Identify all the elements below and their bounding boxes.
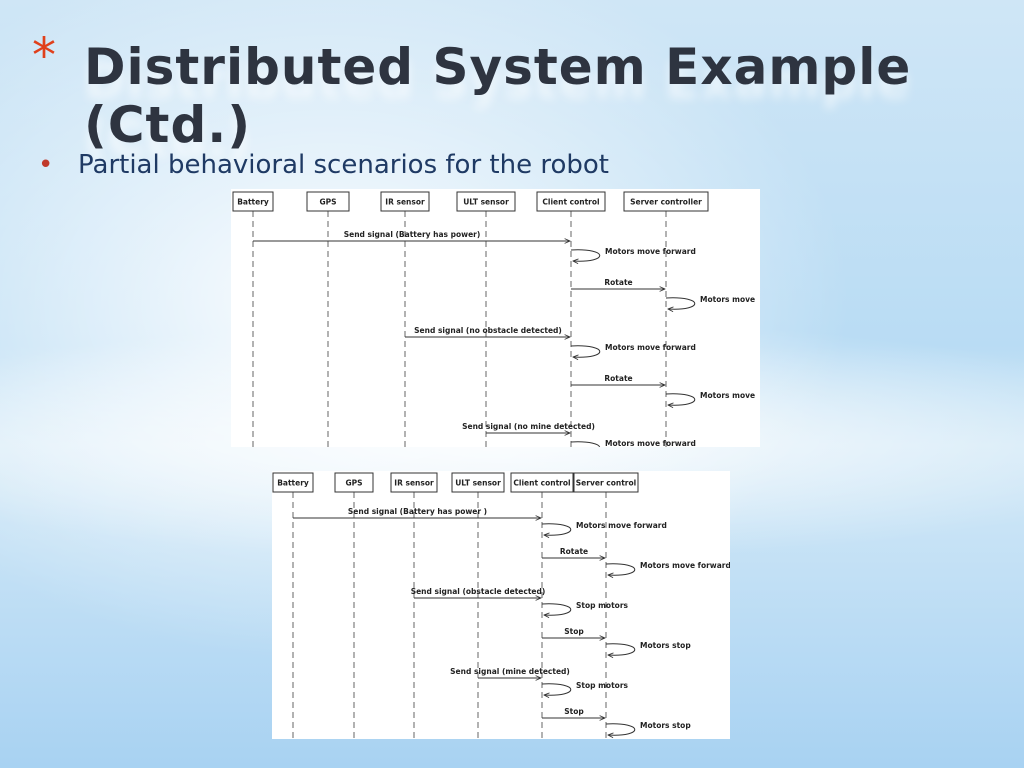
title-asterisk-icon: * — [32, 28, 56, 84]
diagram2-self-message-label: Motors stop — [640, 641, 691, 650]
diagram2-participant-box — [334, 472, 374, 493]
diagram1-self-message-label: Motors move forward — [605, 247, 696, 256]
diagram1-message-label: Send signal (Battery has power) — [344, 230, 481, 239]
diagram2-self-message-label: Motors move forward — [640, 561, 730, 570]
diagram2-self-message-arrow — [541, 523, 572, 535]
diagram1-self-message-arrow — [665, 297, 696, 309]
diagram2-participant-box — [272, 472, 314, 493]
diagram2-self-message-arrow — [605, 563, 636, 575]
sequence-diagram-2: Battery GPS IR sensor ULT sensor Client cont… — [272, 471, 730, 739]
diagram2-self-message-arrow — [541, 603, 572, 615]
diagram1-self-message-label: Motors move — [700, 295, 755, 304]
diagram2-participant-label: ULT sensor — [455, 479, 501, 488]
diagram1-participant-label: Battery — [237, 198, 269, 207]
sequence-diagram-1-svg: Battery GPS IR sensor ULT sensor Client cont… — [232, 191, 755, 447]
bullet-dot-icon: • — [38, 150, 54, 180]
diagram2-self-message-arrow — [605, 723, 636, 735]
diagram1-message-label: Rotate — [604, 278, 632, 287]
diagram1-participant-box — [623, 191, 709, 212]
diagram1-message-label: Send signal (no mine detected) — [462, 422, 595, 431]
diagram2-participant-box — [573, 472, 639, 493]
diagram1-message-label: Rotate — [604, 374, 632, 383]
diagram2-self-message-label: Stop motors — [576, 681, 629, 690]
diagram2-self-message-arrow — [605, 643, 636, 655]
diagram2-participant-label: Battery — [277, 479, 309, 488]
diagram1-self-message-arrow — [570, 345, 601, 357]
diagram2-self-message-label: Motors stop — [640, 721, 691, 730]
diagram1-participant-label: GPS — [319, 198, 336, 207]
diagram2-message-label: Stop — [564, 627, 584, 636]
diagram1-self-message-arrow — [665, 393, 696, 405]
diagram2-participant-label: GPS — [345, 479, 362, 488]
diagram1-message-label: Send signal (no obstacle detected) — [414, 326, 562, 335]
slide-title: Distributed System Example (Ctd.) — [84, 38, 912, 154]
diagram1-participant-box — [456, 191, 516, 212]
diagram2-self-message-label: Stop motors — [576, 601, 629, 610]
diagram2-self-message-label: Motors move forward — [576, 521, 667, 530]
diagram2-self-message-arrow — [541, 683, 572, 695]
diagram2-participant-box — [451, 472, 505, 493]
diagram1-self-message-arrow — [570, 249, 601, 261]
diagram1-participant-box — [306, 191, 350, 212]
diagram1-self-message-label: Motors move forward — [605, 439, 696, 447]
sequence-diagram-1: Battery GPS IR sensor ULT sensor Client cont… — [231, 189, 760, 447]
diagram1-participant-label: Client control — [542, 198, 599, 207]
diagram2-participant-label: Server control — [576, 479, 636, 488]
diagram2-message-label: Send signal (mine detected) — [450, 667, 570, 676]
diagram2-participant-box — [510, 472, 574, 493]
diagram2-participant-label: IR sensor — [394, 479, 434, 488]
diagram1-participant-box — [380, 191, 430, 212]
bullet-text: Partial behavioral scenarios for the rob… — [78, 150, 609, 180]
diagram1-participant-box — [536, 191, 606, 212]
diagram1-participant-box — [232, 191, 274, 212]
diagram2-message-label: Send signal (Battery has power ) — [348, 507, 487, 516]
diagram1-participant-label: ULT sensor — [463, 198, 509, 207]
diagram1-participant-label: IR sensor — [385, 198, 425, 207]
diagram1-participant-label: Server controller — [630, 198, 702, 207]
diagram2-participant-label: Client control — [513, 479, 570, 488]
diagram2-message-label: Rotate — [560, 547, 588, 556]
diagram2-participant-box — [390, 472, 438, 493]
sequence-diagram-2-svg: Battery GPS IR sensor ULT sensor Client cont… — [272, 472, 730, 739]
diagram2-message-label: Send signal (obstacle detected) — [411, 587, 546, 596]
diagram2-message-label: Stop — [564, 707, 584, 716]
diagram1-self-message-label: Motors move forward — [605, 343, 696, 352]
diagram1-self-message-label: Motors move — [700, 391, 755, 400]
diagram1-self-message-arrow — [570, 441, 601, 447]
